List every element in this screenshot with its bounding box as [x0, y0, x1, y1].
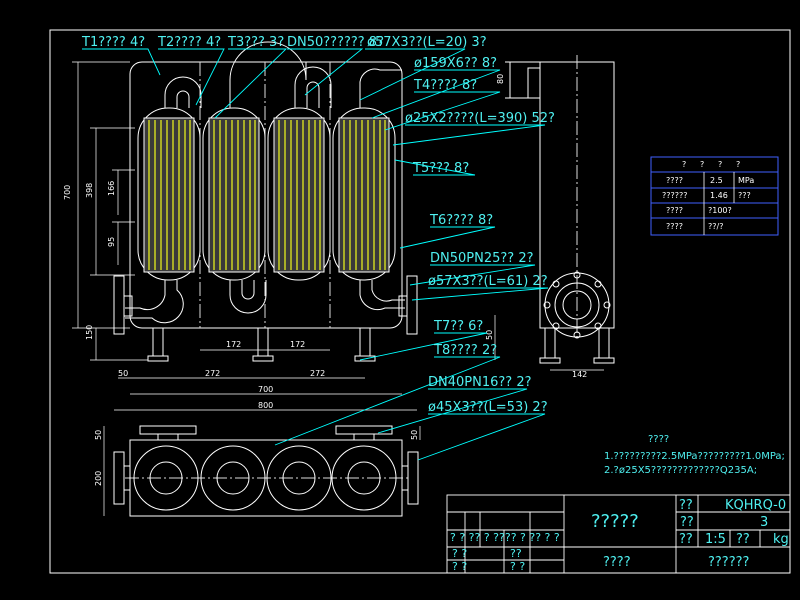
left-flange	[113, 275, 125, 335]
dim-50-right: 50	[485, 330, 494, 340]
technical-notes: ???? 1.?????????2.5MPa?????????1.0MPa; 2…	[604, 434, 785, 476]
title-block-scale-label: ??	[679, 532, 693, 547]
dim-172-b: 172	[290, 340, 305, 349]
dim-398: 398	[85, 183, 94, 198]
title-block-unit: ????	[603, 555, 631, 570]
callouts: T1???? 4? T2???? 4? T3??? 3? DN50?????? …	[81, 35, 555, 415]
title-block-company: ??????	[708, 555, 749, 570]
callout-pipe-57-20: ø57X3??(L=20) 3?	[367, 35, 487, 50]
dim-95: 95	[107, 237, 116, 247]
spec-row-2-label: ??????	[662, 191, 687, 200]
side-top-flange	[527, 67, 541, 99]
title-block-weight-label: ??	[736, 532, 750, 547]
notes-line-2: 2.?ø25X5?????????????Q235A;	[604, 465, 757, 476]
spec-header-1: ?	[682, 160, 686, 169]
title-block-scale: 1:5	[705, 532, 726, 547]
front-view	[113, 41, 418, 362]
dim-700-width: 700	[258, 385, 273, 394]
title-block-drawing-no: KQHRQ-0	[725, 498, 786, 513]
tube-bundle	[148, 120, 386, 270]
spec-row-3-label: ????	[666, 206, 683, 215]
notes-title: ????	[648, 434, 669, 445]
top-u-bends	[164, 41, 402, 108]
dim-142-side: 142	[572, 370, 587, 379]
callout-t6: T6???? 8?	[429, 213, 493, 228]
title-block-drawing-label: ??	[679, 498, 693, 513]
title-block-left-row3a: ? ?	[452, 560, 467, 573]
front-dimension-labels: 700 398 166 95 150 172 172 50 272 272 70…	[63, 181, 494, 410]
dim-80-side: 80	[496, 74, 505, 84]
support-legs	[147, 327, 376, 362]
spec-table: ? ? ? ? ???? 2.5 MPa ?????? 1.46 ??? ???…	[650, 156, 779, 236]
callout-dn40: DN40PN16?? 2?	[428, 375, 532, 390]
dim-172-a: 172	[226, 340, 241, 349]
leader-lines	[82, 48, 549, 461]
dim-700-height: 700	[63, 185, 72, 200]
dim-50-plan-left: 50	[94, 430, 103, 440]
callout-pipe-57-61: ø57X3??(L=61) 2?	[428, 274, 548, 289]
dim-150: 150	[85, 325, 94, 340]
side-view	[505, 55, 615, 371]
spec-row-4-value: ??/?	[708, 222, 723, 231]
title-block-weight-unit: kg	[773, 532, 789, 547]
dim-50-plan-right: 50	[410, 430, 419, 440]
spec-row-4-label: ????	[666, 222, 683, 231]
spec-row-2-value: 1.46	[710, 191, 728, 200]
title-block-r1: ??	[680, 515, 694, 530]
callout-t7: T7?? 6?	[433, 319, 483, 334]
callout-t1: T1???? 4?	[81, 35, 145, 50]
spec-header-3: ?	[718, 160, 722, 169]
title-block-name: ?????	[591, 511, 639, 532]
dim-50: 50	[118, 369, 128, 378]
shell-3	[267, 107, 331, 281]
dim-166: 166	[107, 181, 116, 196]
callout-t8: T8???? 2?	[433, 343, 497, 358]
dim-272-a: 272	[205, 369, 220, 378]
callout-pipe-25: ø25X2????(L=390) 52?	[405, 111, 555, 126]
spec-row-1-value: 2.5	[710, 176, 723, 185]
dim-200-plan: 200	[94, 471, 103, 486]
spec-row-3-value: ?100?	[708, 206, 732, 215]
callout-dn50pn25: DN50PN25?? 2?	[430, 251, 534, 266]
callout-pipe-45: ø45X3??(L=53) 2?	[428, 400, 548, 415]
title-block-left-row3b: ? ?	[510, 560, 525, 573]
bottom-u-bends	[125, 280, 405, 324]
callout-t2: T2???? 4?	[157, 35, 221, 50]
title-block-left-row2a: ? ?	[452, 547, 467, 560]
title-block-left-row2b: ??	[510, 547, 522, 560]
shell-4	[332, 107, 396, 281]
drawing-border	[49, 29, 791, 574]
callout-dn50: DN50?????? 8?	[287, 35, 384, 50]
front-dimension-lines	[72, 61, 496, 411]
title-block-r2: 3	[760, 515, 768, 530]
dim-272-b: 272	[310, 369, 325, 378]
callout-t4: T4???? 8?	[413, 78, 477, 93]
spec-row-1-label: ????	[666, 176, 683, 185]
notes-line-1: 1.?????????2.5MPa?????????1.0MPa;	[604, 451, 785, 462]
spec-header-4: ?	[736, 160, 740, 169]
plan-view	[103, 425, 421, 517]
title-block: ????? ???? ?????? ?? KQHRQ-0 ?? 3 ?? 1:5…	[446, 494, 791, 574]
spec-row-1-unit: MPa	[738, 176, 754, 185]
spec-header-2: ?	[700, 160, 704, 169]
callout-pipe-159: ø159X6?? 8?	[414, 56, 497, 71]
callout-t3: T3??? 3?	[227, 35, 284, 50]
dim-800-width: 800	[258, 401, 273, 410]
title-block-left-row1: ? ? ?? ? ???? ? ?? ? ?	[450, 531, 560, 544]
callout-t5: T5??? 8?	[412, 161, 469, 176]
spec-row-2-unit: ???	[738, 191, 751, 200]
side-flange-outer	[544, 272, 610, 338]
